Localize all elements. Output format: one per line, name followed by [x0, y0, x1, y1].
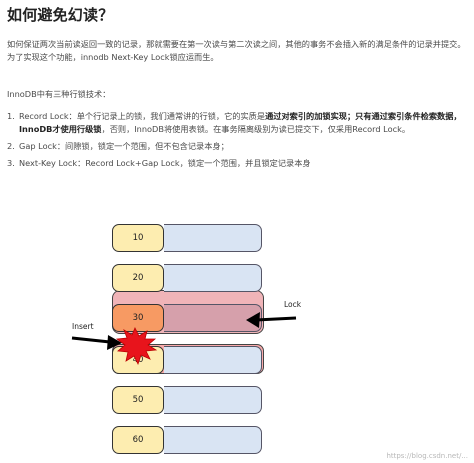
- index-value: [164, 264, 262, 292]
- list-number: 2.: [7, 141, 15, 151]
- lock-label: Lock: [284, 300, 302, 309]
- index-row-locked: 30: [112, 304, 262, 332]
- index-row: 50: [112, 386, 262, 414]
- index-value: [164, 224, 262, 252]
- index-value: [164, 426, 262, 454]
- index-value-locked: [164, 304, 262, 332]
- insert-arrow-icon: [71, 335, 122, 350]
- record-lock-text-end: ，否则，InnoDB将使用表锁。在事务隔离级别为读已提交下，仅采用Record …: [101, 124, 411, 134]
- index-key: 20: [112, 264, 164, 292]
- record-lock-emphasis: 通过对索引的加锁实现；只有通过索引条件检索数据，InnoDB才使用行级锁: [19, 111, 462, 134]
- next-key-lock-text: Next-Key Lock：Record Lock+Gap Lock，锁定一个范…: [19, 158, 311, 168]
- index-value: [164, 386, 262, 414]
- insert-label: Insert: [72, 322, 94, 331]
- list-item-record-lock: 1. Record Lock：单个行记录上的锁，我们通常讲的行锁，它的实质是通过对…: [7, 110, 469, 136]
- index-row: 20: [112, 264, 262, 292]
- collision-burst-icon: [115, 327, 158, 366]
- index-key: 10: [112, 224, 164, 252]
- index-key-locked: 30: [112, 304, 164, 332]
- watermark: https://blog.csdn.net/...: [386, 452, 468, 460]
- index-row: 10: [112, 224, 262, 252]
- article-title: 如何避免幻读？: [7, 6, 114, 24]
- index-key: 50: [112, 386, 164, 414]
- next-key-lock-diagram: 10 20 30 40 50 60 Lock Insert: [60, 218, 350, 458]
- gap-lock-text: Gap Lock：间隙锁，锁定一个范围，但不包含记录本身；: [19, 141, 229, 151]
- list-number: 1.: [7, 111, 15, 121]
- record-lock-text: Record Lock：单个行记录上的锁，我们通常讲的行锁，它的实质是: [19, 111, 266, 121]
- index-key: 60: [112, 426, 164, 454]
- intro-paragraph: 如何保证两次当前读返回一致的记录，那就需要在第一次读与第二次读之间，其他的事务不…: [7, 39, 466, 62]
- index-row: 60: [112, 426, 262, 454]
- index-value: [164, 346, 262, 374]
- list-item-next-key-lock: 3. Next-Key Lock：Record Lock+Gap Lock，锁定一…: [7, 157, 469, 170]
- lock-arrow-icon: [246, 312, 297, 328]
- list-number: 3.: [7, 158, 15, 168]
- lock-types-heading: InnoDB中有三种行锁技术：: [7, 89, 111, 99]
- lock-types-list: 1. Record Lock：单个行记录上的锁，我们通常讲的行锁，它的实质是通过对…: [7, 110, 469, 174]
- list-item-gap-lock: 2. Gap Lock：间隙锁，锁定一个范围，但不包含记录本身；: [7, 140, 469, 153]
- diagram-overlay: [71, 312, 297, 366]
